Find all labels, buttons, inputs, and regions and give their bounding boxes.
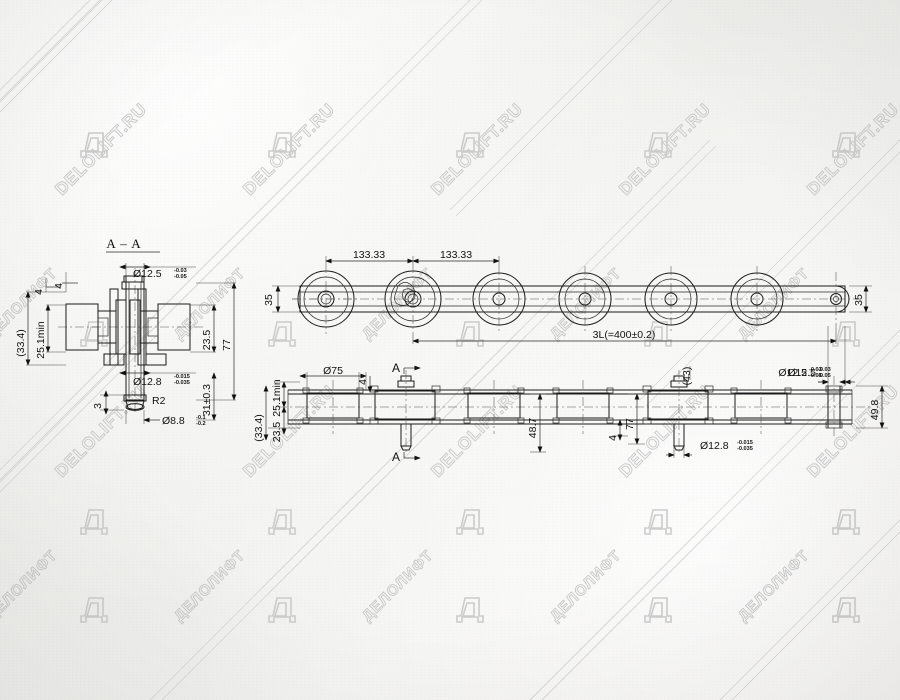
- dim-front-inner-height: 23.5: [268, 406, 300, 443]
- dim-bore-bottom-tol-upper: -0.015: [174, 374, 190, 380]
- dim-inner-height: 23.5: [190, 304, 217, 353]
- dim-bore-bottom-tol-lower: -0.035: [174, 380, 190, 386]
- dim-reference-bracket-value: (43): [681, 367, 693, 386]
- dim-plate-thickness-right-value: 4: [53, 283, 65, 289]
- dim-bore-top-value: Ø12.5: [133, 268, 162, 280]
- roller-body: [463, 380, 525, 434]
- dim-reference-bracket: (43): [681, 366, 693, 385]
- dim-front-pin-tol-lower: -0.05: [818, 373, 831, 379]
- section-marker-bottom: A: [392, 450, 421, 464]
- dim-attachment-height: 48.7: [527, 393, 546, 453]
- dim-bore-bottom: Ø12.8 -0.015 -0.035: [119, 370, 196, 388]
- dim-link-width-value: 35: [263, 294, 275, 306]
- dim-front-inner-height-value: 23.5: [271, 422, 283, 443]
- dim-bore-top-tol-lower: -0.05: [174, 274, 187, 280]
- section-marker-top: A: [392, 361, 421, 375]
- dim-bush-tol-upper: -0.015: [737, 440, 753, 446]
- dim-total-length-value: 3L(=400±0.2): [593, 329, 656, 341]
- dim-pin-end-tol-lower: -0.2: [196, 421, 206, 427]
- dim-pin-end-value: Ø8.8: [162, 415, 185, 427]
- roller-body-with-attachment: [369, 370, 441, 455]
- dim-bore-top-tol-upper: -0.03: [174, 268, 187, 274]
- dim-radius: R2: [152, 395, 166, 407]
- section-marker-bottom-label: A: [392, 450, 400, 464]
- roller-body: [302, 380, 364, 434]
- dim-overall-height-value: 77: [221, 339, 233, 351]
- dim-front-min-clearance-value: 25.1min: [271, 379, 283, 417]
- dim-front-pin-diameter: Ø12.5 -0.03 -0.05: [787, 367, 852, 385]
- dim-plate-gap-right-value: 4: [607, 435, 619, 441]
- dim-pitch-2-value: 133.33: [440, 249, 472, 261]
- dim-front-min-clearance: 25.1min: [271, 379, 300, 417]
- dim-overall-width-value: 49.8: [869, 400, 881, 421]
- front-view-end-pin: [825, 376, 843, 436]
- dim-step: 3: [92, 390, 124, 415]
- dim-link-width-right: 35: [849, 285, 872, 313]
- dim-height-tol-value: 31±0.3: [201, 384, 213, 416]
- dim-pitch-2: 133.33: [412, 249, 500, 266]
- dim-total-length: 3L(=400±0.2): [412, 326, 837, 344]
- dim-front-reference-height-value: (33.4): [253, 414, 265, 441]
- dim-reference-height-value: (33.4): [15, 329, 27, 356]
- section-view-a-a: A – A: [15, 236, 237, 427]
- dim-bore-top: Ø12.5 -0.03 -0.05: [119, 263, 196, 280]
- dim-front-reference-height: (33.4): [253, 385, 269, 442]
- dim-bush-tol-lower: -0.035: [737, 446, 753, 452]
- front-view-rollers: [302, 370, 792, 455]
- section-marker-top-label: A: [392, 361, 400, 375]
- dim-roller-diameter: Ø75: [299, 365, 367, 393]
- roller-body-with-attachment: [642, 370, 714, 455]
- section-title: A – A: [106, 236, 141, 251]
- dim-top-pin-tol-upper: -0.03: [809, 367, 822, 373]
- dim-link-width: 35: [263, 285, 300, 313]
- dim-inner-height-value: 23.5: [201, 330, 213, 351]
- dim-bracket-height: 77: [624, 393, 645, 445]
- dim-link-width-right-value: 35: [853, 294, 865, 306]
- roller-body: [730, 380, 792, 434]
- roller-body: [552, 380, 614, 434]
- dim-plate-gap: 4: [357, 372, 373, 393]
- dim-pitch-1-value: 133.33: [353, 249, 385, 261]
- dim-bush-diameter-value: Ø12.8: [700, 440, 729, 452]
- dim-attachment-height-value: 48.7: [527, 418, 539, 439]
- dim-bore-bottom-value: Ø12.8: [133, 376, 162, 388]
- dim-overall-width: 49.8: [856, 385, 888, 429]
- dim-pin-end-tol-upper: -0.1: [196, 415, 206, 421]
- front-view: A A Ø75 4: [253, 361, 888, 464]
- dim-min-clearance: 25.1min: [35, 304, 66, 359]
- dim-pin-end: Ø8.8 -0.1 -0.2: [125, 410, 206, 427]
- dim-top-pin-diameter-value: Ø12.5: [778, 367, 807, 379]
- dim-min-clearance-value: 25.1min: [35, 321, 47, 359]
- top-view: 133.33 133.33 35 35: [263, 249, 872, 386]
- dim-step-value: 3: [92, 403, 104, 409]
- dim-plate-gap-right: 4: [607, 419, 628, 441]
- dim-bush-diameter: Ø12.8 -0.015 -0.035: [666, 440, 753, 458]
- dim-top-pin-tol-lower: -0.05: [809, 373, 822, 379]
- dim-bracket-height-value: 77: [624, 418, 636, 430]
- dim-roller-diameter-value: Ø75: [323, 365, 343, 377]
- dim-plate-thickness-left: 4: [33, 278, 60, 295]
- dim-pitch-1: 133.33: [325, 249, 414, 264]
- dim-plate-gap-value: 4: [357, 379, 369, 385]
- dim-front-pin-diameter-value: Ø12.5: [787, 367, 816, 379]
- dim-plate-thickness-left-value: 4: [33, 289, 45, 295]
- dim-front-pin-tol-upper: -0.03: [818, 367, 831, 373]
- dim-height-tol: 31±0.3: [196, 372, 217, 421]
- dim-plate-thickness-right: 4: [53, 272, 78, 292]
